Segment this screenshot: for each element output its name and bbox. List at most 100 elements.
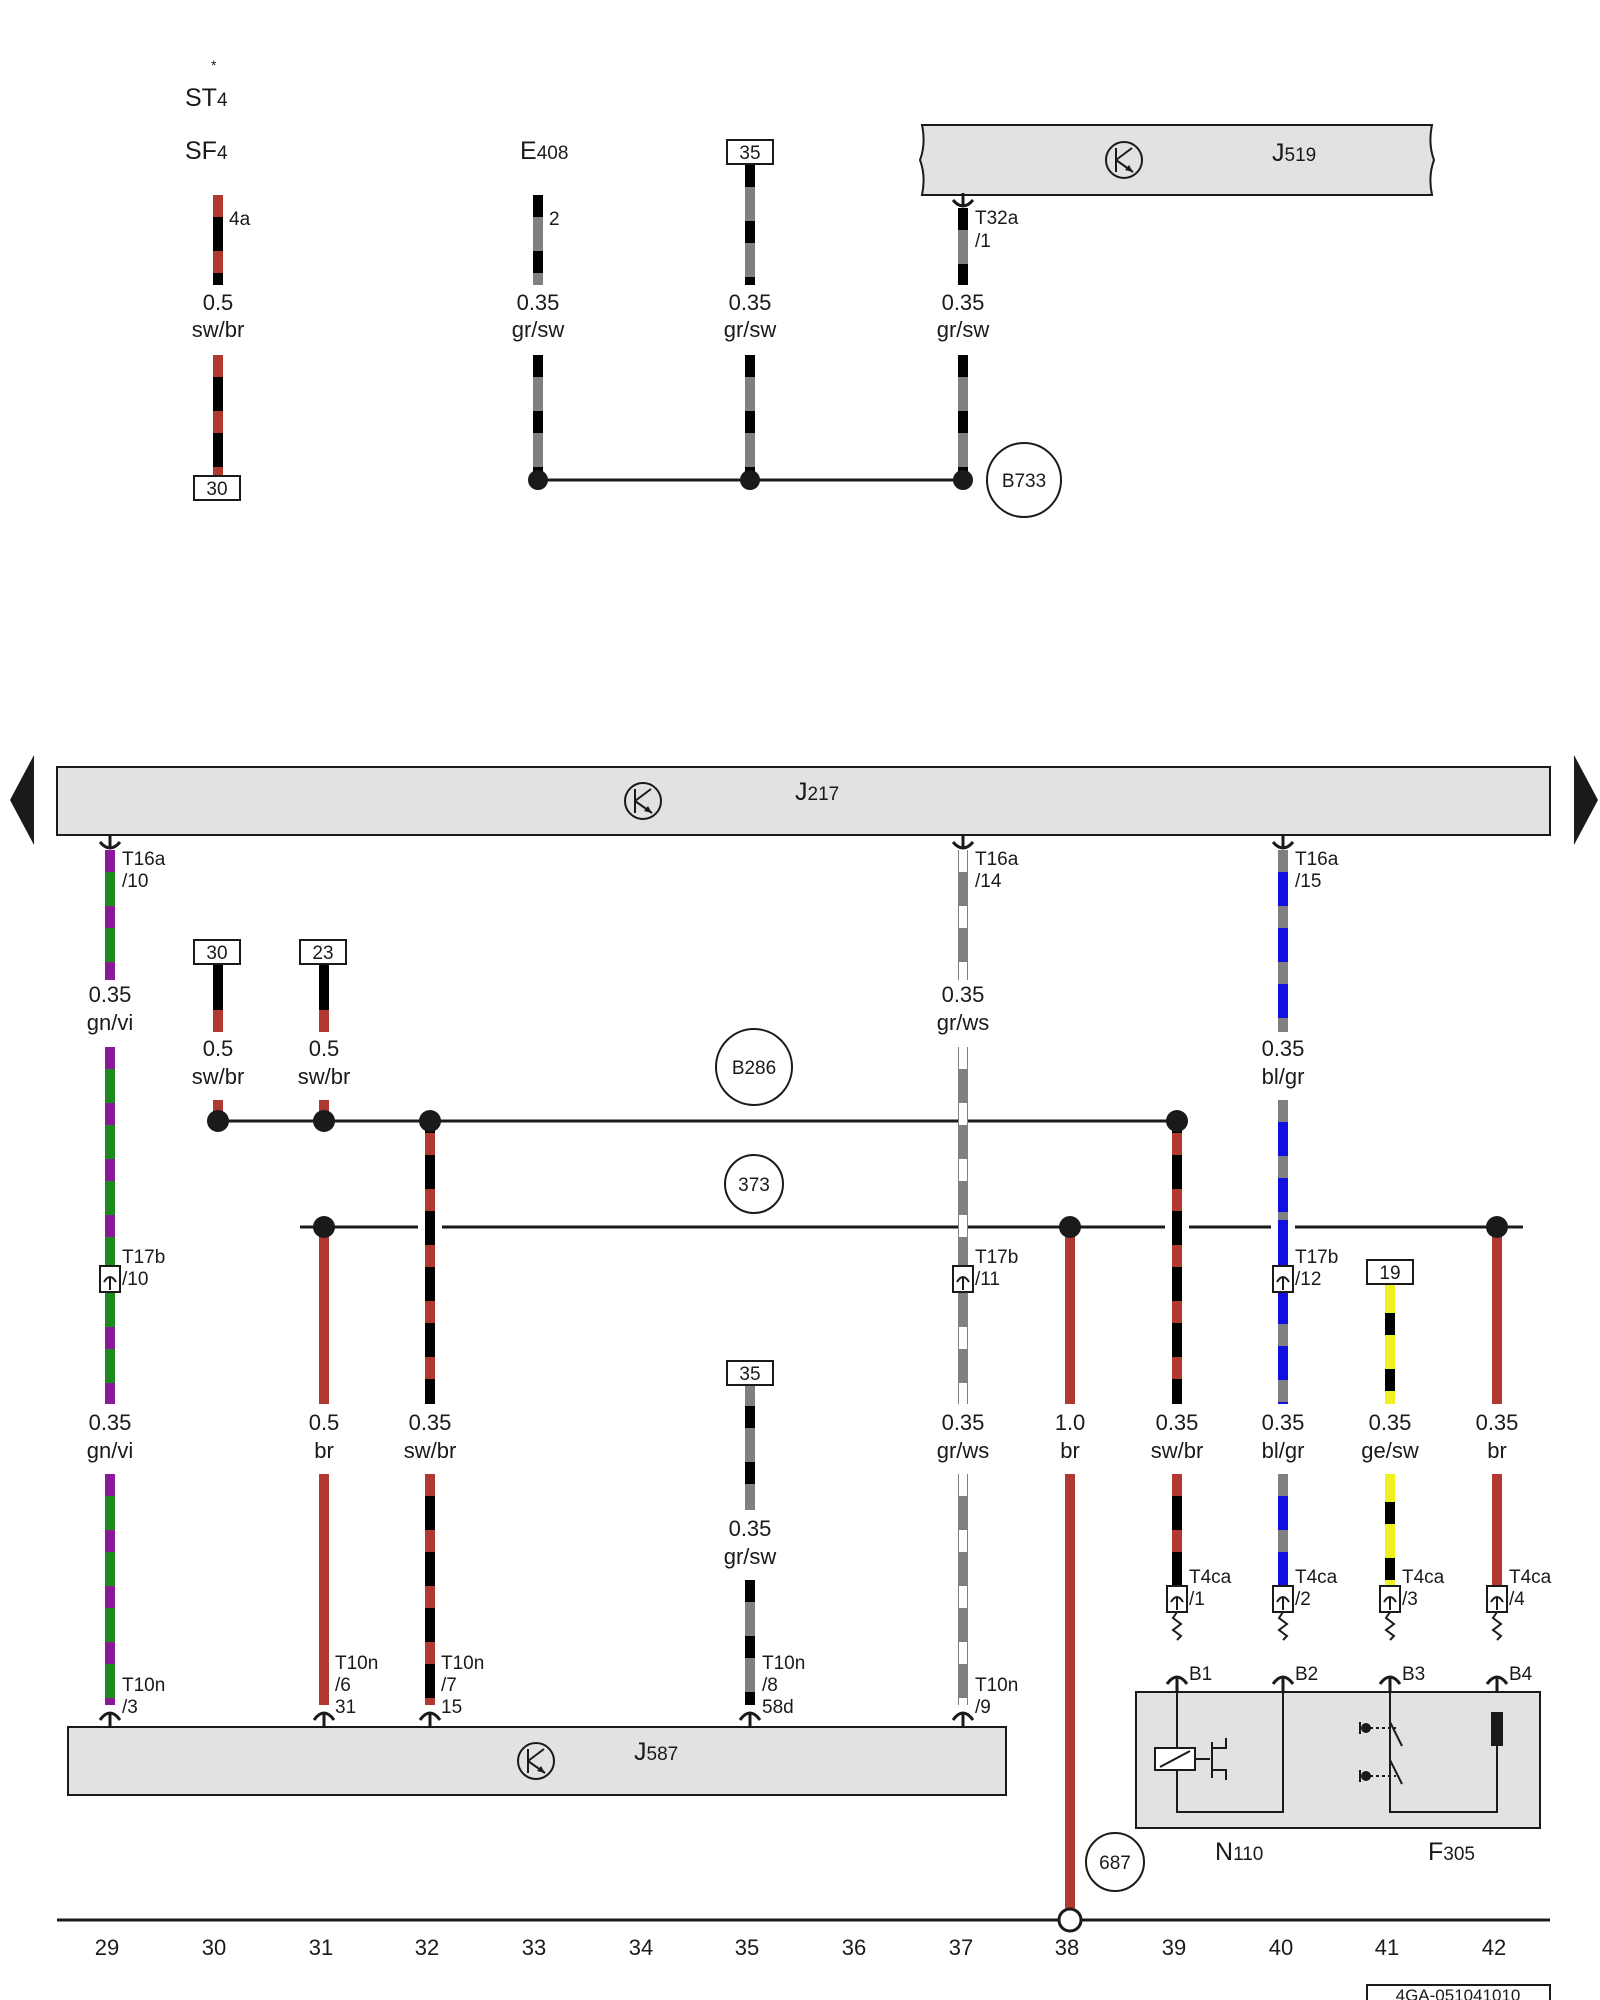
wire-color-w16: sw/br: [1151, 1438, 1204, 1463]
wire-size-w18: 0.35: [1369, 1410, 1412, 1435]
wire-color-w4: gr/sw: [937, 317, 990, 342]
column-numbers: 29 30 31 32 33 34 35 36 37 38 39 40 41 4…: [95, 1935, 1506, 1960]
pin-t16a-15: T16a: [1295, 849, 1339, 870]
column-number: 38: [1055, 1935, 1079, 1960]
column-number: 32: [415, 1935, 439, 1960]
pin-t10n-3-num: /3: [122, 1697, 138, 1718]
wire-size-w12: 0.35: [409, 1410, 452, 1435]
switch-icon: [1359, 1712, 1403, 1812]
wire-size-w14: 0.35: [942, 1410, 985, 1435]
pin-t32a: T32a: [975, 208, 1019, 229]
wire-size-w19: 0.35: [1476, 1410, 1519, 1435]
pin-t10n-7-num: /7: [441, 1675, 457, 1696]
continue-right-arrow: [1574, 755, 1598, 845]
wire-size-w17: 0.35: [1262, 1410, 1305, 1435]
column-number: 30: [202, 1935, 226, 1960]
wire-size-w8: 0.35: [942, 982, 985, 1007]
f305-label: F305: [1428, 1838, 1475, 1866]
wire-size-w4: 0.35: [942, 290, 985, 315]
wire-size-w15: 1.0: [1055, 1410, 1086, 1435]
resistor-icon: [1491, 1712, 1503, 1746]
pin-t17b-10-num: /10: [122, 1269, 148, 1290]
pin-t10n-6: T10n: [335, 1653, 378, 1674]
box-35-top: 35: [739, 143, 760, 164]
wire-size-w16: 0.35: [1156, 1410, 1199, 1435]
j519-control-unit: J519: [918, 124, 1436, 196]
j519-label: J519: [1272, 139, 1316, 167]
wire-color-w3: gr/sw: [724, 317, 777, 342]
pin-b1: B1: [1189, 1664, 1212, 1685]
wire-color-w12: sw/br: [404, 1438, 457, 1463]
j217-label: J217: [795, 778, 839, 806]
wire-color-w17: bl/gr: [1262, 1438, 1305, 1463]
wire-size-w5: 0.35: [89, 982, 132, 1007]
pin-t4ca-3-num: /3: [1402, 1589, 1418, 1610]
column-number: 41: [1375, 1935, 1399, 1960]
pin-t10n-8-term: 58d: [762, 1697, 794, 1718]
pin-t16a-14: T16a: [975, 849, 1019, 870]
pin-t17b-11: T17b: [975, 1247, 1018, 1268]
pin-t4ca-1-num: /1: [1189, 1589, 1205, 1610]
wire-color-w13: gr/sw: [724, 1544, 777, 1569]
pin-t10n-7: T10n: [441, 1653, 484, 1674]
pin-t32a-1: /1: [975, 231, 991, 252]
control-unit-icon: [1105, 141, 1143, 179]
box-30-top: 30: [206, 479, 227, 500]
pin-t16a-10-num: /10: [122, 871, 148, 892]
pin-t16a-14-num: /14: [975, 871, 1002, 892]
column-number: 33: [522, 1935, 546, 1960]
st4-label: ST4: [185, 84, 228, 112]
wire-color-w11: br: [314, 1438, 334, 1463]
st4-star: *: [211, 57, 217, 73]
pin-t4ca-3: T4ca: [1402, 1567, 1445, 1588]
circle-b733: B733: [1002, 471, 1046, 492]
column-number: 35: [735, 1935, 759, 1960]
pin-t10n-9-num: /9: [975, 1697, 991, 1718]
wire-size-w7: 0.5: [309, 1036, 340, 1061]
pin-4a: 4a: [229, 209, 251, 230]
pin-t16a-15-num: /15: [1295, 871, 1321, 892]
pin-t17b-12: T17b: [1295, 1247, 1338, 1268]
wire-color-w18: ge/sw: [1361, 1438, 1419, 1463]
pin-t10n-8: T10n: [762, 1653, 805, 1674]
wire-size-w6: 0.5: [203, 1036, 234, 1061]
wire-color-w7: sw/br: [298, 1064, 351, 1089]
wire-size-w13: 0.35: [729, 1516, 772, 1541]
pin-t4ca-4-num: /4: [1509, 1589, 1525, 1610]
pin-t16a-10: T16a: [122, 849, 166, 870]
circle-b286: B286: [732, 1058, 776, 1079]
n110-f305-module: [1135, 1691, 1541, 1829]
circle-373: 373: [738, 1175, 770, 1196]
control-unit-icon: [517, 1742, 555, 1780]
pin-t17b-12-num: /12: [1295, 1269, 1321, 1290]
box-23-mid: 23: [312, 943, 333, 964]
pin-t10n-3: T10n: [122, 1675, 165, 1696]
drawing-code-box: [1366, 1984, 1551, 2000]
wire-color-w9: bl/gr: [1262, 1064, 1305, 1089]
wire-size-w11: 0.5: [309, 1410, 340, 1435]
wire-color-w2: gr/sw: [512, 317, 565, 342]
wire-color-w8: gr/ws: [937, 1010, 990, 1035]
pin-t10n-8-num: /8: [762, 1675, 778, 1696]
connector-t4ca: [1166, 1585, 1508, 1613]
connector-t32a: [951, 198, 975, 208]
box-35-low: 35: [739, 1364, 760, 1385]
wire-size-w10: 0.35: [89, 1410, 132, 1435]
pin-2: 2: [549, 209, 560, 230]
pin-t10n-9: T10n: [975, 1675, 1018, 1696]
column-number: 40: [1269, 1935, 1293, 1960]
pin-t4ca-2-num: /2: [1295, 1589, 1311, 1610]
pin-t4ca-1: T4ca: [1189, 1567, 1232, 1588]
pin-t17b-11-num: /11: [975, 1269, 1000, 1290]
drawing-code: 4GA-051041010: [1396, 1986, 1521, 2000]
column-number: 34: [629, 1935, 653, 1960]
wire-color-w19: br: [1487, 1438, 1507, 1463]
ground-point: [1057, 1907, 1083, 1933]
pin-b3: B3: [1402, 1664, 1425, 1685]
e408-label: E408: [520, 137, 568, 165]
pin-b4: B4: [1509, 1664, 1533, 1685]
wire-size-w3: 0.35: [729, 290, 772, 315]
wire-color-w14: gr/ws: [937, 1438, 990, 1463]
wire-color-w6: sw/br: [192, 1064, 245, 1089]
